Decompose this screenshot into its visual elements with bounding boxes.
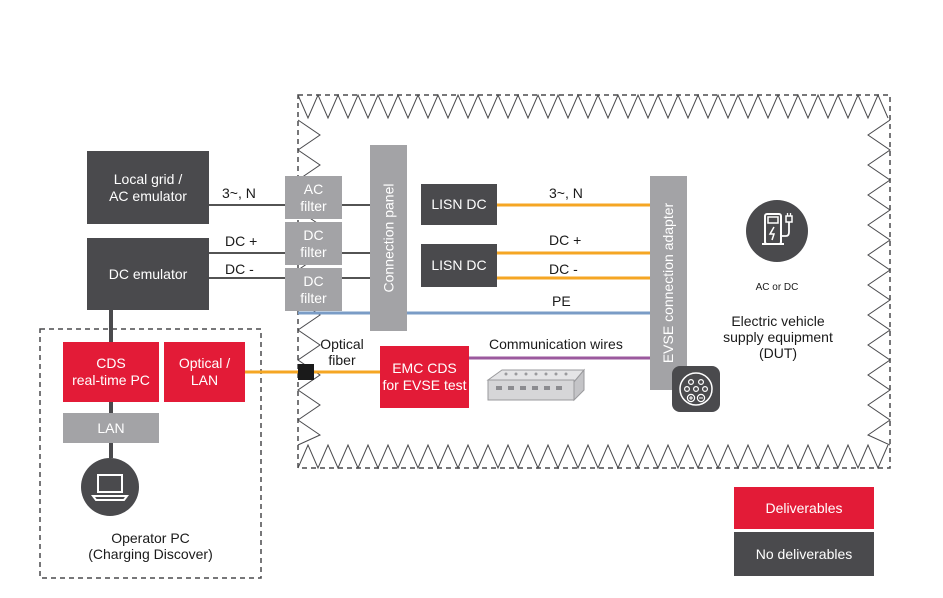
lisn-dc-block-1: LISN DC (421, 184, 497, 225)
dut-circle (746, 200, 808, 262)
label-dc-plus-left: DC + (225, 233, 258, 249)
absorber-right (866, 119, 891, 446)
dc-emulator-block: DC emulator (87, 238, 209, 310)
ac-filter-block: AC filter (285, 176, 342, 219)
dut-label: Electric vehicle supply equipment (DUT) (723, 313, 833, 361)
label-communication-wires: Communication wires (489, 336, 623, 352)
absorber-top (297, 93, 889, 120)
ev-charger-icon (762, 213, 793, 245)
label-dc-minus-left: DC - (225, 261, 254, 277)
label-pe: PE (552, 293, 571, 309)
label-3n-left: 3~, N (222, 185, 256, 201)
legend-deliverables: Deliverables (734, 487, 874, 529)
local-grid-block: Local grid / AC emulator (87, 151, 209, 224)
lan-block: LAN (63, 413, 159, 443)
evse-adapter-label: EVSE connection adapter (660, 202, 677, 364)
emc-cds-block: EMC CDS for EVSE test (380, 346, 469, 408)
dc-filter-block-1: DC filter (285, 222, 342, 265)
operator-pc-label: Operator PC (Charging Discover) (88, 530, 213, 562)
label-dc-minus-right: DC - (549, 261, 578, 277)
dc-filter-block-2: DC filter (285, 268, 342, 311)
label-optical-fiber: Optical fiber (320, 336, 364, 368)
operator-zone (39, 328, 262, 579)
shielded-chamber (297, 94, 891, 469)
optical-lan-block: Optical / LAN (164, 342, 245, 402)
legend-no-deliverables: No deliverables (734, 532, 874, 576)
evse-connection-adapter-block: EVSE connection adapter (650, 176, 687, 390)
feedthrough-connector (298, 364, 314, 380)
label-dc-plus-right: DC + (549, 232, 582, 248)
laptop-icon (91, 474, 129, 501)
lisn-dc-block-2: LISN DC (421, 244, 497, 287)
cds-realtime-pc-block: CDS real-time PC (63, 342, 159, 402)
connection-panel-label: Connection panel (380, 183, 397, 293)
dut-type-badge: AC or DC (755, 282, 799, 293)
connection-panel-block: Connection panel (370, 145, 407, 331)
label-3n-right: 3~, N (549, 185, 583, 201)
operator-pc-circle (81, 458, 139, 516)
charging-plug-icon (672, 366, 720, 412)
cds-device-image (486, 368, 586, 402)
absorber-bottom (297, 443, 889, 470)
